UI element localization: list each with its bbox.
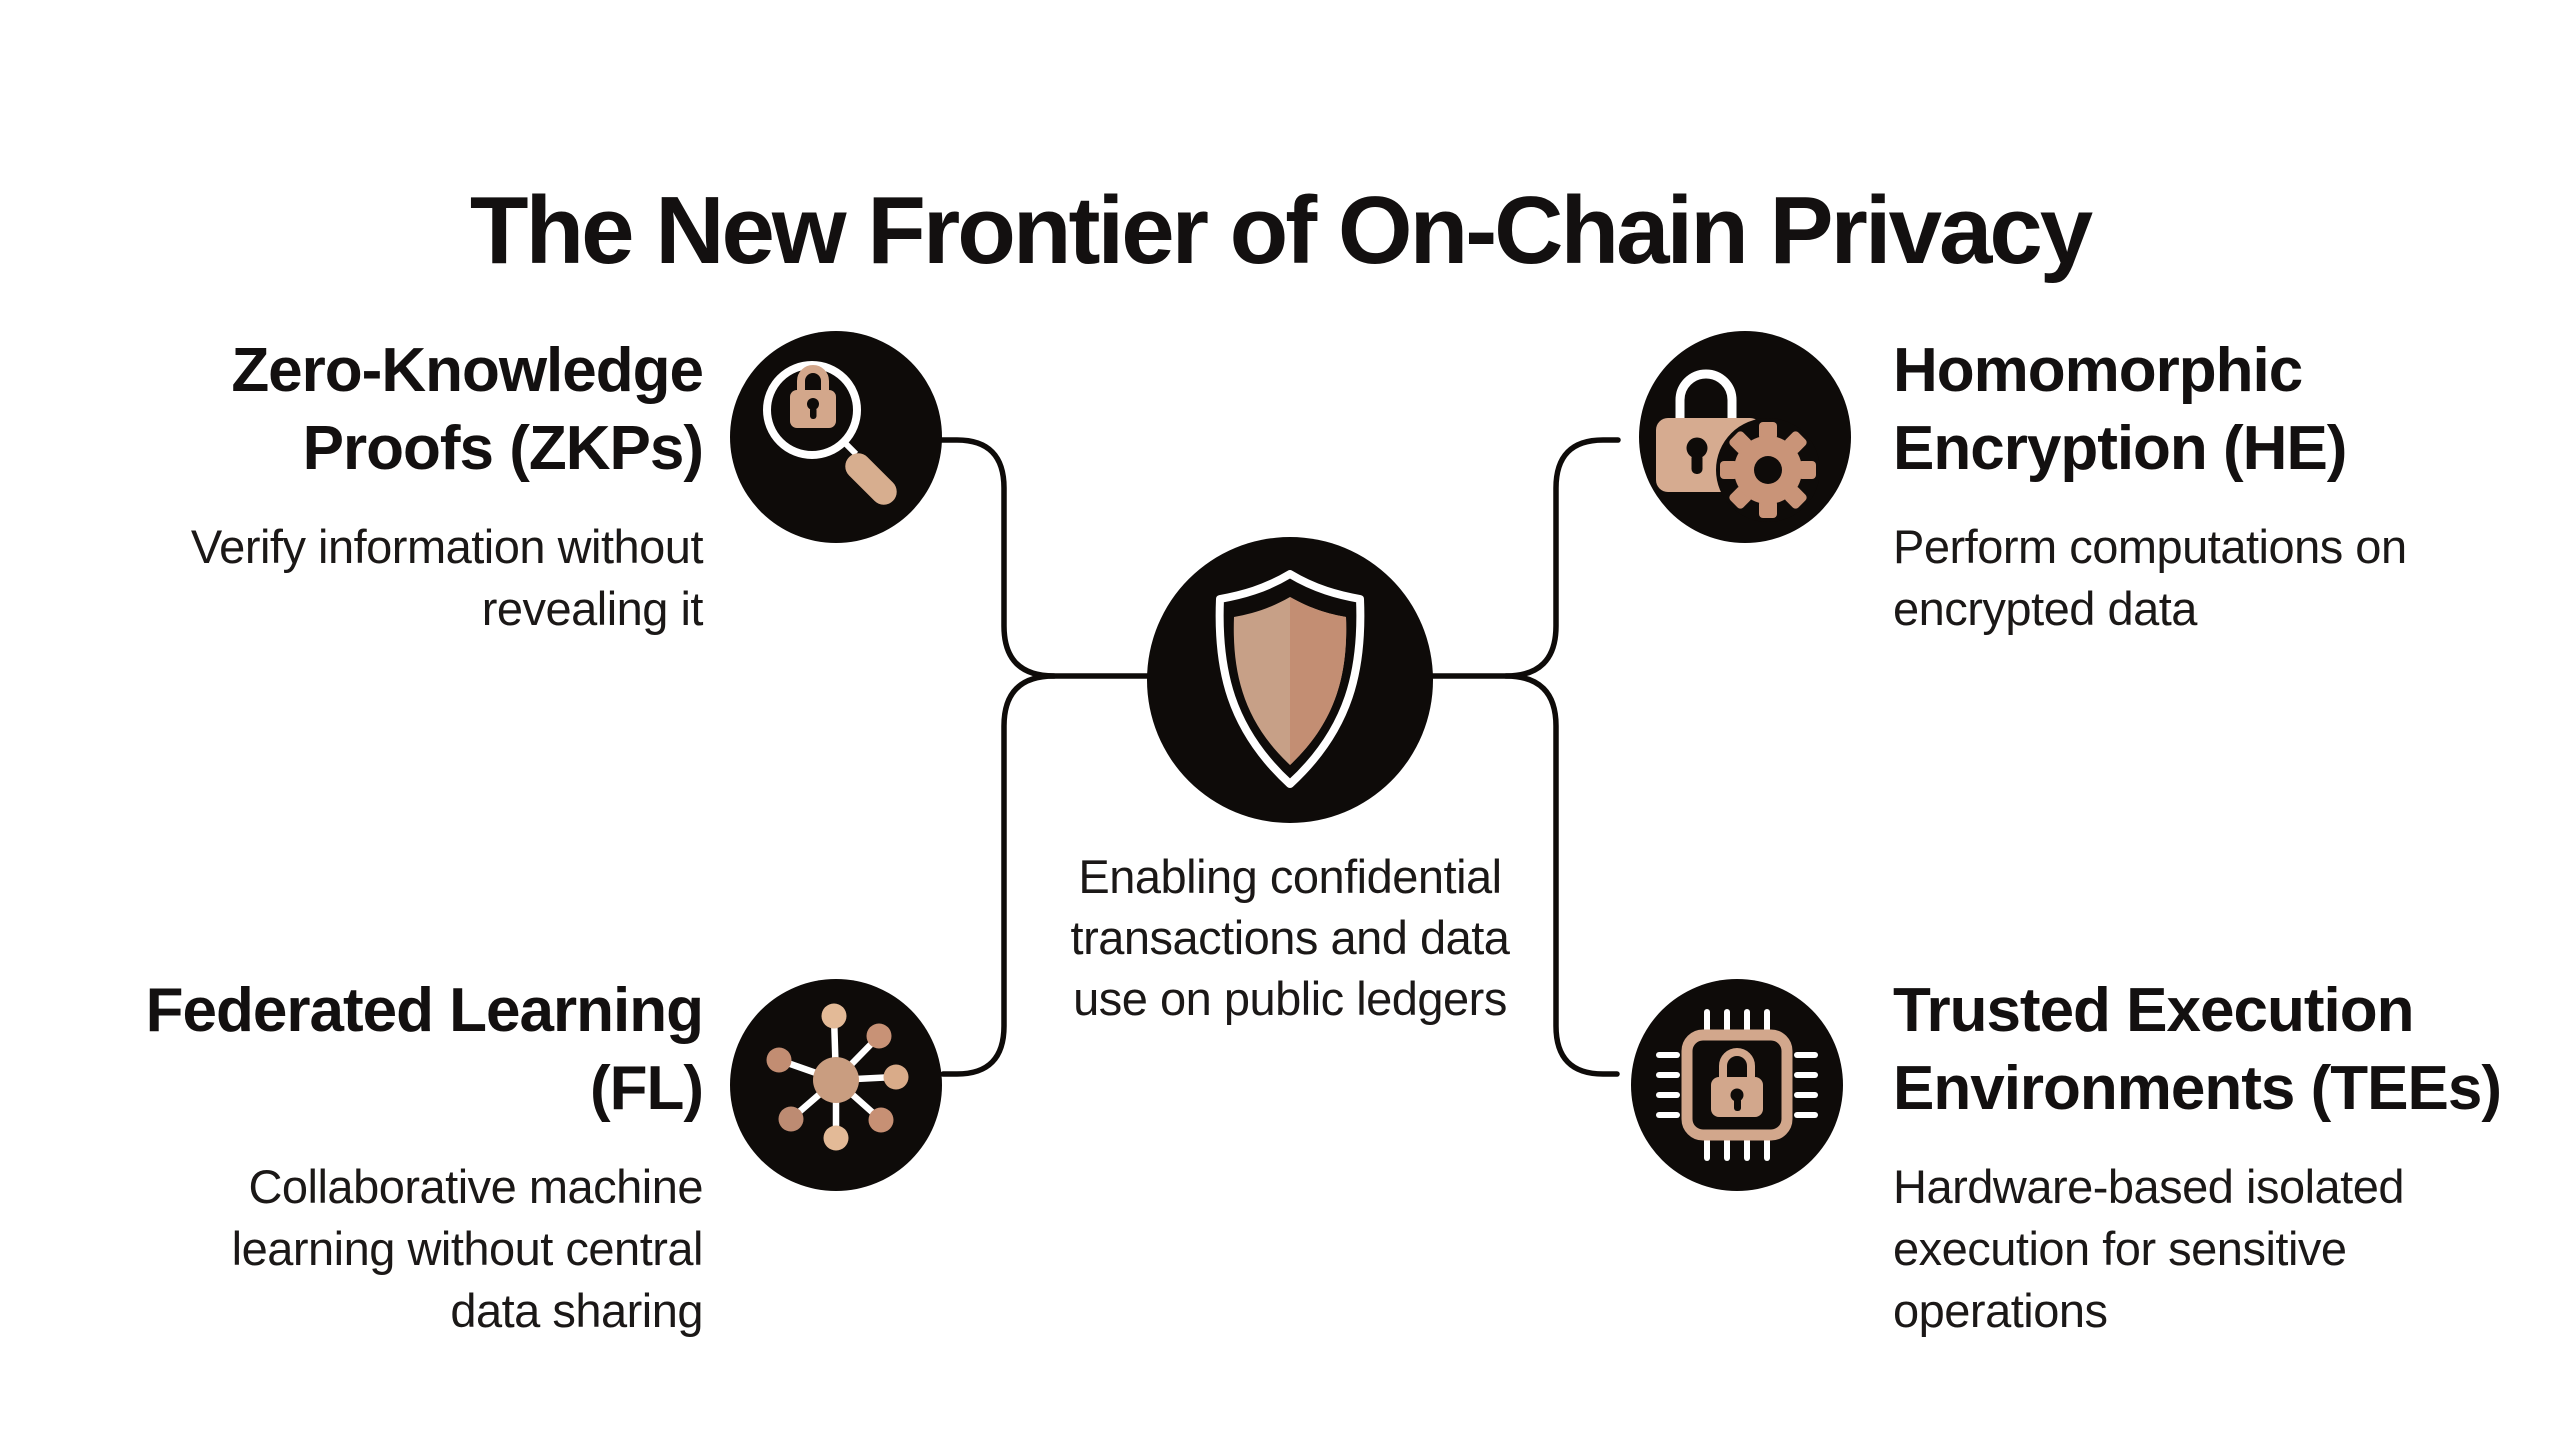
he-description-line: Perform computations on	[1893, 520, 2407, 573]
center-caption-line: use on public ledgers	[1073, 972, 1507, 1025]
fl-description-line: learning without central	[231, 1222, 704, 1275]
page-title: The New Frontier of On-Chain Privacy	[469, 177, 2093, 285]
magnifier-lock-icon	[763, 361, 897, 505]
chip-lock-icon	[1656, 1009, 1818, 1161]
connector-lines	[939, 437, 1621, 1077]
he-description: Perform computations on encrypted data	[1893, 516, 2553, 640]
zkp-heading-line: Zero-Knowledge	[231, 336, 704, 405]
fl-description-line: Collaborative machine	[248, 1160, 703, 1213]
card-zkp: Zero-Knowledge Proofs (ZKPs) Verify info…	[63, 332, 704, 640]
connector-top-right	[1397, 437, 1621, 679]
tee-description-line: operations	[1893, 1284, 2108, 1337]
shield-icon	[1215, 570, 1365, 788]
card-fl: Federated Learning (FL) Collaborative ma…	[63, 972, 704, 1342]
zkp-heading-line: Proofs (ZKPs)	[302, 414, 704, 483]
center-node-circle	[1147, 537, 1433, 823]
tee-description-line: Hardware-based isolated	[1893, 1160, 2405, 1213]
lock-gear-icon	[1656, 369, 1820, 522]
fl-heading-line: (FL)	[589, 1054, 704, 1123]
network-hub-icon	[766, 1003, 909, 1151]
gear-glyph	[1720, 422, 1816, 518]
fl-description: Collaborative machine learning without c…	[63, 1156, 704, 1342]
card-he: Homomorphic Encryption (HE) Perform comp…	[1893, 332, 2553, 640]
tee-description: Hardware-based isolated execution for se…	[1893, 1156, 2553, 1342]
tee-heading-line: Trusted Execution	[1893, 976, 2414, 1045]
zkp-description-line: Verify information without	[190, 520, 704, 573]
he-heading: Homomorphic Encryption (HE)	[1893, 332, 2553, 488]
zkp-description-line: revealing it	[481, 582, 704, 635]
tee-heading: Trusted Execution Environments (TEEs)	[1893, 972, 2553, 1128]
zkp-description: Verify information without revealing it	[63, 516, 704, 640]
fl-heading-line: Federated Learning	[145, 976, 704, 1045]
he-node-circle	[1639, 331, 1851, 543]
he-heading-line: Homomorphic	[1893, 336, 2303, 405]
fl-node-circle	[730, 979, 942, 1191]
he-heading-line: Encryption (HE)	[1893, 414, 2347, 483]
connector-bottom-right	[1503, 673, 1620, 1077]
tee-description-line: execution for sensitive	[1893, 1222, 2347, 1275]
he-description-line: encrypted data	[1893, 582, 2197, 635]
center-caption-line: Enabling confidential	[1078, 850, 1502, 903]
fl-heading: Federated Learning (FL)	[63, 972, 704, 1128]
connector-bottom-left	[940, 673, 1057, 1077]
center-caption: Enabling confidential transactions and d…	[950, 846, 1630, 1029]
center-caption-line: transactions and data	[1070, 911, 1510, 964]
zkp-heading: Zero-Knowledge Proofs (ZKPs)	[63, 332, 704, 488]
zkp-node-circle	[730, 331, 942, 543]
tee-node-circle	[1631, 979, 1843, 1191]
fl-description-line: data sharing	[450, 1284, 703, 1337]
card-tee: Trusted Execution Environments (TEEs) Ha…	[1893, 972, 2553, 1342]
connector-top-left	[939, 437, 1163, 679]
tee-heading-line: Environments (TEEs)	[1893, 1054, 2502, 1123]
